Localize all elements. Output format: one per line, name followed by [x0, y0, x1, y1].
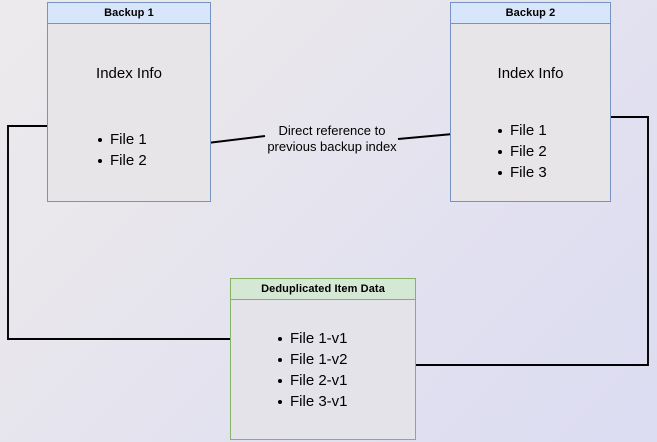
list-item: File 3: [496, 162, 547, 183]
list-item: File 1: [496, 120, 547, 141]
list-item: File 3-v1: [276, 391, 348, 412]
backup-2-box: Backup 2 Index Info File 1 File 2 File 3: [450, 2, 611, 202]
caption-line-1: Direct reference to: [278, 123, 386, 138]
deduplicated-item-data-title: Deduplicated Item Data: [231, 279, 415, 300]
list-item: File 1-v1: [276, 328, 348, 349]
backup-2-index-label: Index Info: [497, 65, 564, 82]
backup-1-index-label: Index Info: [96, 65, 162, 82]
deduplicated-item-data-box: Deduplicated Item Data File 1-v1 File 1-…: [230, 278, 416, 440]
backup-2-file-list: File 1 File 2 File 3: [496, 120, 547, 183]
dedup-file-list: File 1-v1 File 1-v2 File 2-v1 File 3-v1: [276, 328, 348, 412]
list-item: File 2-v1: [276, 370, 348, 391]
backup-2-title: Backup 2: [451, 3, 610, 24]
backup-1-file-list: File 1 File 2: [96, 129, 147, 171]
list-item: File 1: [96, 129, 147, 150]
list-item: File 1-v2: [276, 349, 348, 370]
backup-1-box: Backup 1 Index Info File 1 File 2: [47, 2, 211, 202]
deduplicated-item-data-body: File 1-v1 File 1-v2 File 2-v1 File 3-v1: [231, 300, 415, 439]
caption-line-2: previous backup index: [267, 139, 397, 154]
backup-1-title: Backup 1: [48, 3, 210, 24]
list-item: File 2: [496, 141, 547, 162]
backup-1-body: Index Info File 1 File 2: [48, 24, 210, 201]
backup-2-body: Index Info File 1 File 2 File 3: [451, 24, 610, 201]
direct-reference-caption: Direct reference to previous backup inde…: [252, 123, 412, 155]
list-item: File 2: [96, 150, 147, 171]
